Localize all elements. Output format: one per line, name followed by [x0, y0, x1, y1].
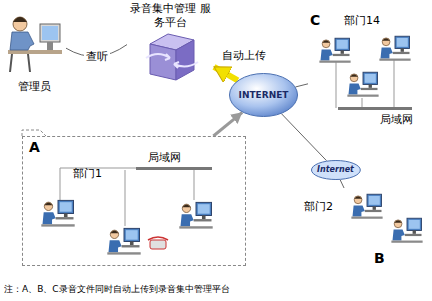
chair-legs	[10, 54, 30, 72]
connector	[340, 180, 344, 188]
connector	[213, 112, 242, 136]
node-text: 部门1	[73, 167, 102, 181]
lan-wire	[336, 60, 394, 108]
connector	[296, 84, 308, 87]
lan-bar	[338, 107, 412, 110]
connector	[214, 67, 238, 81]
server-icon	[146, 34, 198, 80]
admin-figure	[8, 17, 62, 72]
phone-body	[150, 240, 166, 249]
ellipse-shape	[230, 74, 298, 117]
monitor	[40, 24, 60, 42]
screen	[42, 26, 58, 40]
network-label: 局域网	[380, 113, 413, 126]
lan-c	[336, 60, 412, 110]
internet-globe: INTERNET	[229, 73, 298, 117]
department-node: 部门2B	[300, 188, 428, 272]
worker-icon	[347, 72, 378, 97]
monitor-stand	[47, 42, 53, 50]
department-region: A 部门1	[22, 136, 246, 266]
worker-icon	[391, 218, 422, 243]
worker-icon	[351, 194, 382, 219]
phone-handset	[148, 237, 168, 240]
admin-node: 管理员	[4, 4, 66, 96]
node-text: 部门2	[304, 200, 333, 214]
worker-icon	[379, 36, 410, 61]
network-label: 局域网	[148, 151, 181, 164]
hair	[13, 17, 27, 22]
worker-icon	[179, 202, 212, 228]
lan-wire	[60, 168, 194, 226]
cube-arrow	[174, 62, 198, 68]
node-text: 管理员	[18, 80, 51, 94]
node-text: Internet	[311, 165, 361, 175]
desk	[8, 50, 62, 54]
department-node: C 部门14	[308, 10, 426, 128]
head	[13, 17, 27, 31]
cube-side	[176, 40, 194, 80]
worker-icon	[41, 200, 74, 226]
server-node: 录音集中管理 服务平台	[127, 2, 214, 82]
node-text: 录音集中管理 服务平台	[127, 2, 214, 30]
node-text: B	[374, 250, 385, 267]
node-text: A	[29, 139, 40, 156]
node-text: INTERNET	[229, 88, 298, 102]
lan-bar	[136, 167, 212, 170]
node-text: 部门14	[344, 14, 380, 28]
body	[10, 32, 34, 50]
cube-arrow	[146, 54, 170, 60]
internet-cloud: Internet	[311, 160, 361, 180]
ellipse-shape	[311, 161, 360, 180]
worker-icon	[107, 228, 140, 254]
cube-front	[150, 44, 176, 80]
connector	[282, 114, 327, 161]
edge-label: 查听	[84, 50, 110, 63]
node-text: C	[310, 12, 320, 29]
edge-label: 自动上传	[222, 49, 266, 62]
worker-icon	[319, 38, 350, 63]
phone-icon	[148, 237, 168, 249]
caption-note: 注：A、B、C录音文件同时自动上传到录音集中管理平台	[4, 283, 230, 296]
